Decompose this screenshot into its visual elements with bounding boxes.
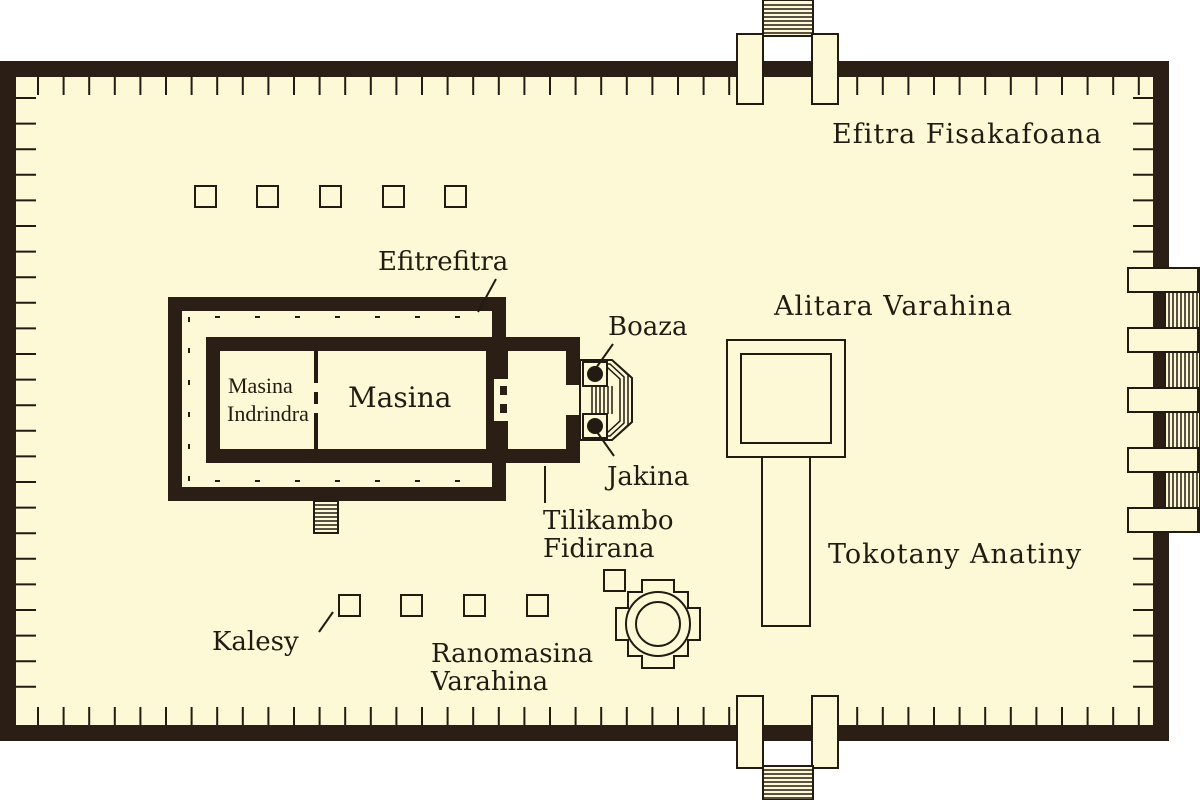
leader-lines bbox=[318, 278, 615, 633]
porch-divider bbox=[486, 351, 508, 379]
label-porch-line2: Fidirana bbox=[543, 534, 655, 564]
leader-lavers bbox=[318, 611, 334, 633]
pillar-base bbox=[444, 185, 467, 208]
north-gate-pier-left bbox=[736, 33, 764, 105]
label-lavers: Kalesy bbox=[212, 627, 299, 657]
altar-ramp bbox=[761, 455, 811, 627]
label-bronze-altar: Alitara Varahina bbox=[773, 291, 1013, 322]
bronze-altar bbox=[726, 339, 846, 627]
label-holy-of-holies-line1: Masina bbox=[228, 373, 293, 398]
porch-wall bbox=[486, 337, 580, 463]
east-gate-block-2 bbox=[1127, 327, 1199, 353]
bronze-sea-basin bbox=[635, 601, 681, 647]
pillar-base bbox=[194, 185, 217, 208]
label-holy-place: Masina bbox=[348, 381, 451, 414]
pillar-boaz bbox=[587, 366, 603, 382]
north-gate-steps bbox=[762, 0, 814, 37]
leader-inner-court bbox=[477, 278, 497, 313]
laver bbox=[526, 594, 549, 617]
north-gate-pier-right bbox=[811, 33, 839, 105]
label-inner-court: Efitrefitra bbox=[378, 247, 508, 277]
east-gate-block-5 bbox=[1127, 507, 1199, 533]
leader-jachin bbox=[596, 431, 615, 457]
lavers bbox=[338, 569, 626, 617]
label-bronze-sea-line2: Varahina bbox=[430, 667, 548, 697]
south-gate bbox=[736, 695, 839, 800]
laver bbox=[400, 594, 423, 617]
side-steps-lines bbox=[314, 504, 338, 530]
south-gate-pier-right bbox=[811, 695, 839, 769]
door-post bbox=[500, 386, 507, 395]
label-jachin: Jakina bbox=[604, 462, 689, 492]
east-gate-block-3 bbox=[1127, 387, 1199, 413]
label-outer-court: Efitra Fisakafoana bbox=[832, 119, 1102, 150]
leader-boaz bbox=[595, 343, 614, 369]
north-gate bbox=[736, 0, 839, 105]
label-altar-ramp: Tokotany Anatiny bbox=[828, 539, 1082, 570]
label-boaz: Boaza bbox=[608, 312, 687, 342]
east-gate-block-1 bbox=[1127, 267, 1199, 293]
bronze-sea bbox=[615, 579, 701, 669]
pillar-base bbox=[256, 185, 279, 208]
pillar-bases-top bbox=[194, 185, 467, 208]
south-gate-steps bbox=[762, 765, 814, 800]
door-post bbox=[500, 404, 507, 413]
sanctuary-wall bbox=[206, 337, 500, 463]
pillar-base bbox=[319, 185, 342, 208]
north-gate-steps-lines bbox=[763, 4, 813, 34]
labels: Efitra Fisakafoana Efitrefitra Masina In… bbox=[212, 119, 1102, 697]
south-gate-pier-left bbox=[736, 695, 764, 769]
label-bronze-sea-line1: Ranomasina bbox=[431, 639, 593, 669]
wall-tick-marks bbox=[16, 77, 1153, 725]
label-holy-of-holies-line2: Indrindra bbox=[227, 401, 309, 426]
east-gate-block-4 bbox=[1127, 447, 1199, 473]
label-porch-line1: Tilikambo bbox=[543, 506, 674, 536]
porch-divider bbox=[486, 421, 508, 449]
temple-building bbox=[168, 297, 633, 534]
laver bbox=[463, 594, 486, 617]
pillar-base bbox=[382, 185, 405, 208]
pillar-jachin bbox=[587, 418, 603, 434]
laver bbox=[603, 569, 626, 592]
east-gate bbox=[1127, 267, 1200, 533]
south-gate-steps-lines bbox=[763, 769, 813, 799]
inner-court-ticks bbox=[188, 316, 460, 482]
laver bbox=[338, 594, 361, 617]
altar-inner bbox=[740, 353, 832, 444]
